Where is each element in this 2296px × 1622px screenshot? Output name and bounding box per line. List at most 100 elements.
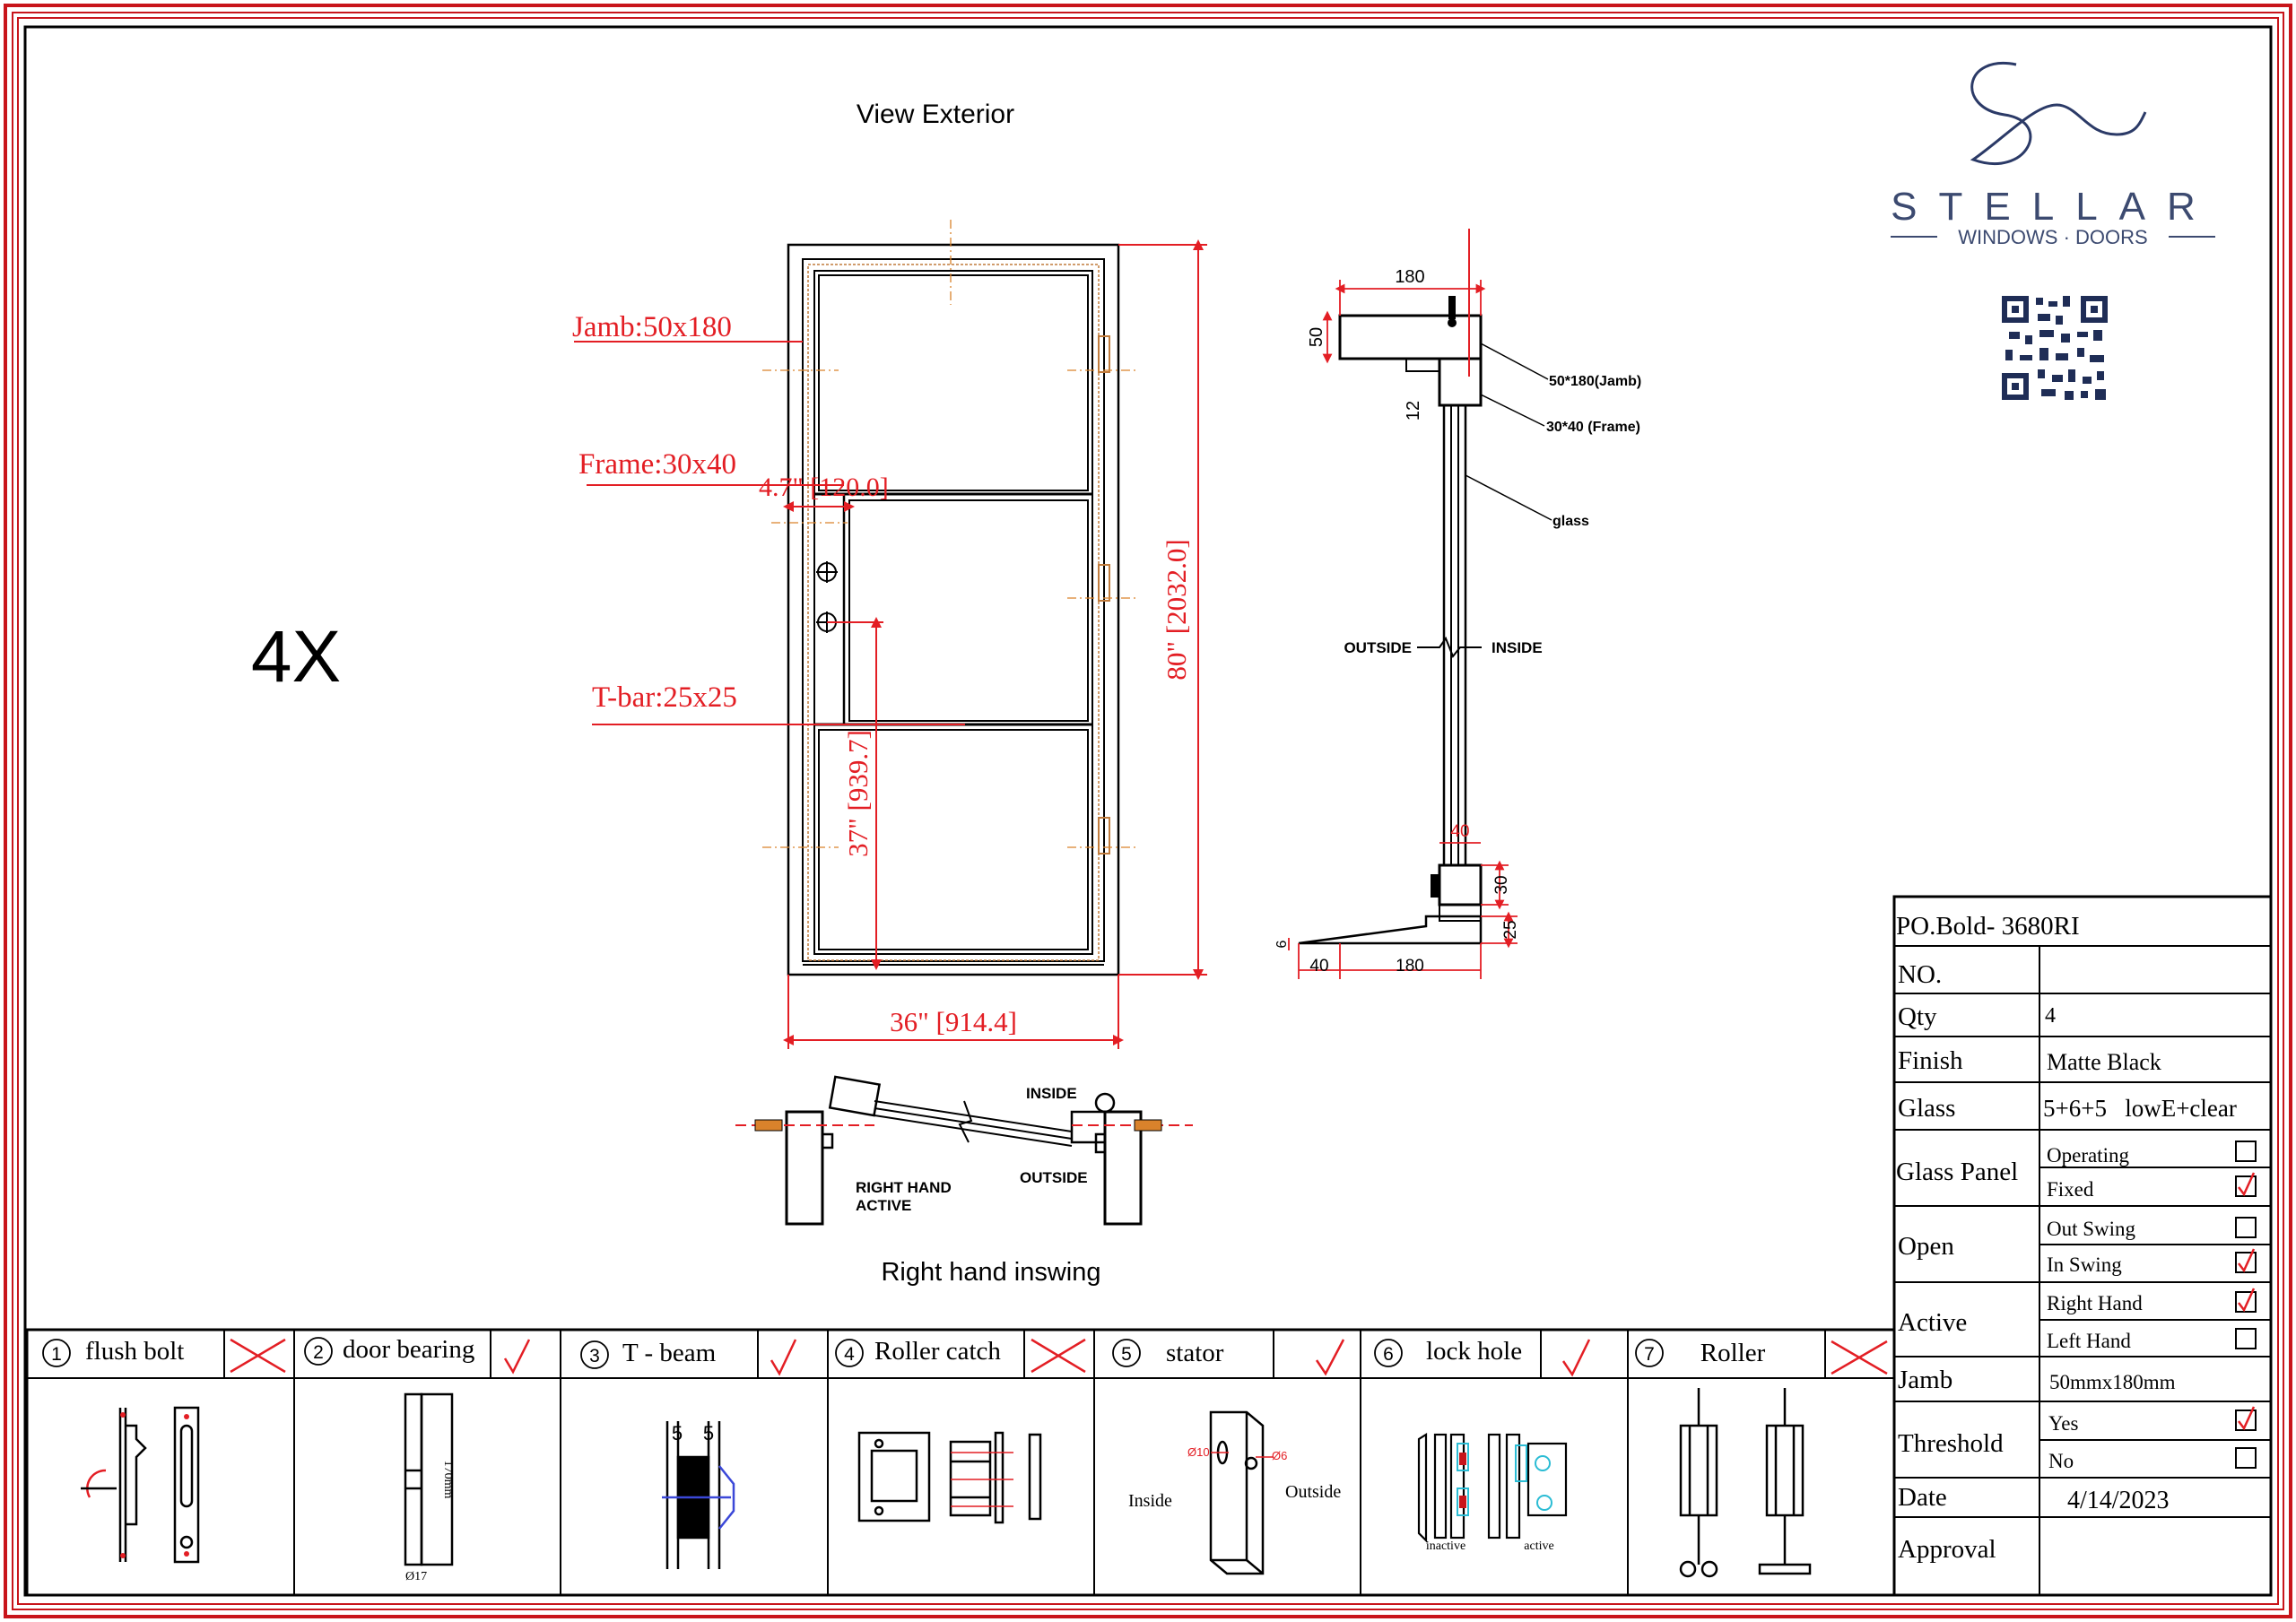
section-dim-12: 12 bbox=[1404, 401, 1423, 421]
label-outside-section: OUTSIDE bbox=[1344, 639, 1412, 656]
bearing-diameter: Ø17 bbox=[405, 1570, 427, 1583]
option-t-beam: 3 T - beam 5 5 bbox=[580, 1339, 797, 1569]
option-roller: 7 Roller bbox=[1635, 1339, 1888, 1578]
spec-finish-value: Matte Black bbox=[2047, 1049, 2161, 1075]
section-dim-40-top: 40 bbox=[1450, 822, 1469, 841]
spec-table: PO.Bold- 3680RI NO. Qty 4 Finish Matte B… bbox=[1892, 895, 2273, 1597]
spec-open-opt1: Out Swing bbox=[2047, 1218, 2136, 1240]
plan-outside-label: OUTSIDE bbox=[1020, 1169, 1088, 1186]
stator-diam-6: Ø6 bbox=[1272, 1449, 1287, 1462]
brand-tagline: WINDOWS · DOORS bbox=[1958, 226, 2147, 248]
selected-check-icon bbox=[1315, 1339, 1345, 1376]
quantity-label: 4X bbox=[251, 616, 341, 698]
width-dim: 36" [914.4] bbox=[890, 1006, 1017, 1037]
option-number: 5 bbox=[1121, 1344, 1132, 1365]
t-beam-icon bbox=[662, 1421, 735, 1569]
spec-panel-label: Glass Panel bbox=[1896, 1158, 2018, 1186]
spec-open-label: Open bbox=[1898, 1232, 1954, 1261]
door-bearing-icon bbox=[404, 1392, 454, 1566]
view-title: View Exterior bbox=[857, 100, 1014, 129]
height-dim: 80" [2032.0] bbox=[1161, 539, 1192, 680]
option-name: flush bolt bbox=[85, 1337, 184, 1366]
plan-inside-label: INSIDE bbox=[1026, 1085, 1077, 1102]
checkbox-out-swing[interactable] bbox=[2235, 1217, 2257, 1238]
label-frame-section: 30*40 (Frame) bbox=[1546, 420, 1640, 435]
not-selected-cross-icon bbox=[1031, 1338, 1086, 1374]
stator-outside: Outside bbox=[1285, 1482, 1341, 1502]
spec-finish-label: Finish bbox=[1898, 1046, 1963, 1075]
check-mark-icon bbox=[2238, 1172, 2256, 1197]
center-lines bbox=[762, 220, 1139, 848]
roller-catch-icon bbox=[857, 1431, 1042, 1524]
option-name: lock hole bbox=[1426, 1337, 1522, 1366]
option-name: stator bbox=[1166, 1339, 1224, 1367]
spec-panel-opt2: Fixed bbox=[2047, 1178, 2094, 1201]
section-dim-180-bottom: 180 bbox=[1396, 957, 1424, 976]
checkbox-right-hand[interactable] bbox=[2235, 1291, 2257, 1313]
checkmarks bbox=[2238, 1172, 2256, 1431]
option-lock-hole: 6 lock hole inactive active bbox=[1374, 1337, 1591, 1553]
option-name: Roller catch bbox=[874, 1337, 1001, 1366]
plan-hand-label: RIGHT HAND bbox=[856, 1179, 952, 1196]
not-selected-cross-icon bbox=[230, 1338, 286, 1374]
option-number: 1 bbox=[51, 1344, 62, 1365]
door-elevation: Jamb:50x180 Frame:30x40 4.7" [120.0] T-b… bbox=[572, 220, 1207, 1049]
options-strip: 1 flush bolt 2 door bearing bbox=[25, 1328, 1896, 1597]
qr-code-icon bbox=[2002, 296, 2108, 400]
section-dim-180-top: 180 bbox=[1395, 267, 1424, 287]
option-number: 6 bbox=[1383, 1344, 1394, 1365]
label-inside-section: INSIDE bbox=[1492, 639, 1543, 656]
option-flush-bolt: 1 flush bolt bbox=[42, 1337, 286, 1564]
spec-open-opt2: In Swing bbox=[2047, 1253, 2122, 1276]
t-beam-dim-right: 5 bbox=[703, 1422, 714, 1444]
option-name: door bearing bbox=[343, 1335, 474, 1364]
checkbox-in-swing[interactable] bbox=[2235, 1252, 2257, 1273]
spec-title: PO.Bold- 3680RI bbox=[1896, 912, 2080, 941]
checkbox-yes[interactable] bbox=[2235, 1409, 2257, 1431]
spec-qty-value: 4 bbox=[2045, 1004, 2056, 1028]
plan-view: INSIDE OUTSIDE RIGHT HAND ACTIVE Right h… bbox=[735, 1075, 1193, 1287]
spec-jamb-value: 50mmx180mm bbox=[2049, 1371, 2176, 1393]
handle-height-dim: 37" [939.7] bbox=[842, 730, 874, 857]
lock-offset-dim: 4.7" [120.0] bbox=[759, 473, 889, 502]
section-dim-25: 25 bbox=[1501, 920, 1520, 939]
spec-glass-value: 5+6+5 lowE+clear bbox=[2043, 1095, 2237, 1122]
spec-no-label: NO. bbox=[1898, 960, 1942, 989]
vertical-section: 180 50 12 50*180(Jamb) 30*40 (Frame) gla… bbox=[1274, 229, 1641, 979]
checkbox-left-hand[interactable] bbox=[2235, 1328, 2257, 1349]
checkbox-no[interactable] bbox=[2235, 1447, 2257, 1469]
not-selected-cross-icon bbox=[1831, 1340, 1888, 1375]
selected-check-icon bbox=[1561, 1339, 1591, 1377]
spec-threshold-opt2: No bbox=[2048, 1450, 2074, 1472]
lock-hole-icon bbox=[1417, 1433, 1568, 1543]
option-number: 2 bbox=[313, 1342, 324, 1363]
label-glass-section: glass bbox=[1552, 514, 1589, 529]
brand-logo: STELLAR WINDOWS · DOORS bbox=[1891, 61, 2217, 248]
option-name: Roller bbox=[1700, 1339, 1766, 1367]
lock-inactive: inactive bbox=[1426, 1540, 1465, 1553]
frame-callout: Frame:30x40 bbox=[578, 448, 736, 481]
option-number: 7 bbox=[1644, 1344, 1655, 1365]
checkbox-fixed[interactable] bbox=[2235, 1175, 2257, 1197]
option-number: 3 bbox=[589, 1346, 600, 1366]
option-door-bearing: 2 door bearing 170mm Ø17 bbox=[304, 1335, 531, 1583]
option-stator: 5 stator Ø10 Ø6 Inside Outside bbox=[1112, 1339, 1345, 1575]
checkbox-operating[interactable] bbox=[2235, 1141, 2257, 1162]
spec-glass-label: Glass bbox=[1898, 1094, 1955, 1123]
hinges bbox=[1098, 335, 1110, 854]
section-dim-40-bottom: 40 bbox=[1309, 957, 1328, 976]
option-name: T - beam bbox=[622, 1339, 717, 1367]
spec-active-opt1: Right Hand bbox=[2047, 1292, 2143, 1314]
spec-approval-label: Approval bbox=[1898, 1535, 1996, 1564]
lock-active: active bbox=[1524, 1540, 1553, 1553]
flush-bolt-icon bbox=[81, 1406, 200, 1564]
bearing-length: 170mm bbox=[441, 1461, 455, 1499]
brand-name: STELLAR bbox=[1891, 185, 2217, 229]
label-jamb-section: 50*180(Jamb) bbox=[1549, 374, 1641, 389]
spec-date-label: Date bbox=[1898, 1483, 1947, 1512]
spec-qty-label: Qty bbox=[1898, 1002, 1937, 1031]
jamb-callout: Jamb:50x180 bbox=[572, 311, 732, 343]
lock-symbol-upper bbox=[816, 561, 838, 583]
stator-icon bbox=[1209, 1410, 1265, 1575]
option-number: 4 bbox=[844, 1344, 855, 1365]
